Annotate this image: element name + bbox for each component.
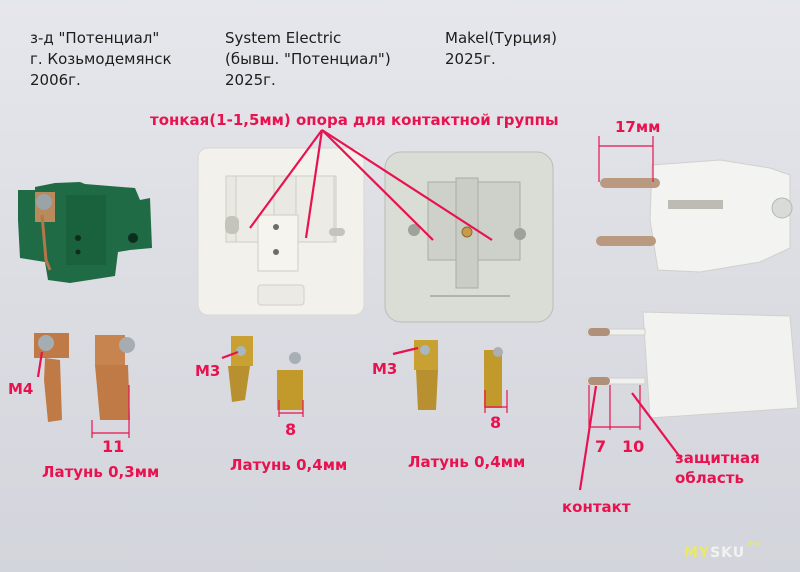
watermark-sku: SKU [710, 545, 746, 561]
protective-area-line: область [675, 469, 744, 487]
header-line: 2025г. [225, 71, 276, 89]
screw-m4-label: M4 [8, 380, 34, 398]
dimension-11: 11 [102, 437, 125, 456]
watermark-my: MY [684, 545, 711, 561]
screw-m3-label-b: M3 [372, 360, 398, 378]
brass-03-label: Латунь 0,3мм [42, 463, 160, 481]
dimension-8-b: 8 [490, 413, 502, 432]
white-socket-plate [197, 147, 365, 316]
brass-contacts-makel [414, 340, 503, 410]
header-line: (бывш. "Потенциал") [225, 50, 391, 68]
green-socket-base [18, 182, 152, 283]
brass-04-label-a: Латунь 0,4мм [230, 456, 348, 474]
copper-contacts-old [34, 333, 135, 422]
header-system-electric: System Electric (бывш. "Потенциал") 2025… [225, 28, 391, 91]
dimension-8-a: 8 [285, 420, 297, 439]
header-line: з-д "Потенциал" [30, 29, 160, 47]
schuko-plug [596, 159, 793, 273]
usb-charger [586, 311, 799, 419]
dimension-10: 10 [622, 437, 645, 456]
header-line: 2025г. [445, 50, 496, 68]
support-note-label: тонкая(1-1,5мм) опора для контактной гру… [150, 111, 559, 129]
header-line: 2006г. [30, 71, 81, 89]
protective-area-line: защитная [675, 449, 760, 467]
protective-area-label: защитная область [675, 448, 760, 488]
dimension-lines [91, 136, 654, 438]
brass-contacts-system-electric [228, 336, 303, 410]
mysku-watermark: MYSKU.ru [684, 539, 761, 561]
dimension-7: 7 [595, 437, 607, 456]
watermark-ru: .ru [745, 539, 761, 548]
brass-04-label-b: Латунь 0,4мм [408, 453, 526, 471]
contact-label: контакт [562, 498, 631, 516]
annotation-arrows [36, 129, 681, 491]
header-makel: Makel(Турция) 2025г. [445, 28, 557, 70]
plug-width-label: 17мм [615, 118, 661, 136]
header-line: System Electric [225, 29, 342, 47]
header-line: г. Козьмодемянск [30, 50, 172, 68]
grey-socket-plate [384, 151, 554, 323]
header-old-potencial: з-д "Потенциал" г. Козьмодемянск 2006г. [30, 28, 172, 91]
screw-m3-label-a: M3 [195, 362, 221, 380]
header-line: Makel(Турция) [445, 29, 557, 47]
